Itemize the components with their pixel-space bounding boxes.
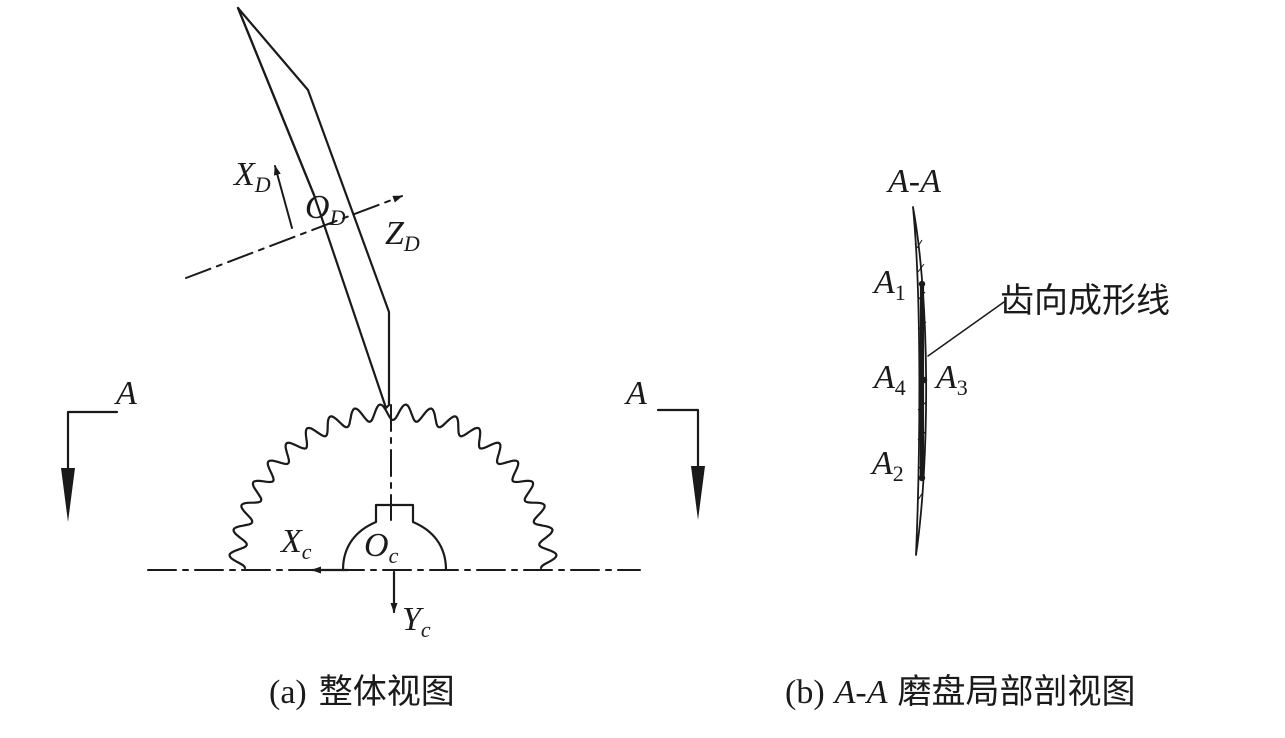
label-a3: A3 <box>934 359 968 400</box>
label-a1: A1 <box>872 264 906 305</box>
caption-a: (a)整体视图 <box>269 672 455 712</box>
label-a2: A2 <box>870 445 904 486</box>
overall-view: XD OD ZD Xc Oc Yc A A (a)整体视图 <box>61 6 705 712</box>
label-section-right: A <box>624 375 647 412</box>
label-xc: Xc <box>279 523 312 564</box>
disc-axis-xd <box>274 165 293 229</box>
label-leader: 齿向成形线 <box>1000 281 1170 321</box>
point-a2 <box>918 474 926 482</box>
section-view: A-A A1 A4 A3 <box>785 163 1170 712</box>
disc-axis-zd <box>185 195 403 279</box>
leader-line <box>927 301 1005 357</box>
gear-hub <box>341 503 448 572</box>
point-a1 <box>918 280 926 288</box>
label-oc: Oc <box>364 527 399 568</box>
label-xd: XD <box>232 156 271 197</box>
grinding-disc-edge <box>236 6 316 197</box>
disc-section-profile <box>912 206 928 556</box>
label-od: OD <box>305 189 346 230</box>
label-zd: ZD <box>385 215 420 256</box>
section-marker-left <box>61 410 119 522</box>
gear-tooth-profile <box>228 403 558 570</box>
aa-title: A-A <box>886 163 941 200</box>
point-a4 <box>920 376 928 384</box>
section-marker-right <box>656 408 705 520</box>
label-a4: A4 <box>872 359 906 400</box>
label-section-left: A <box>114 375 137 412</box>
label-yc: Yc <box>402 601 431 642</box>
